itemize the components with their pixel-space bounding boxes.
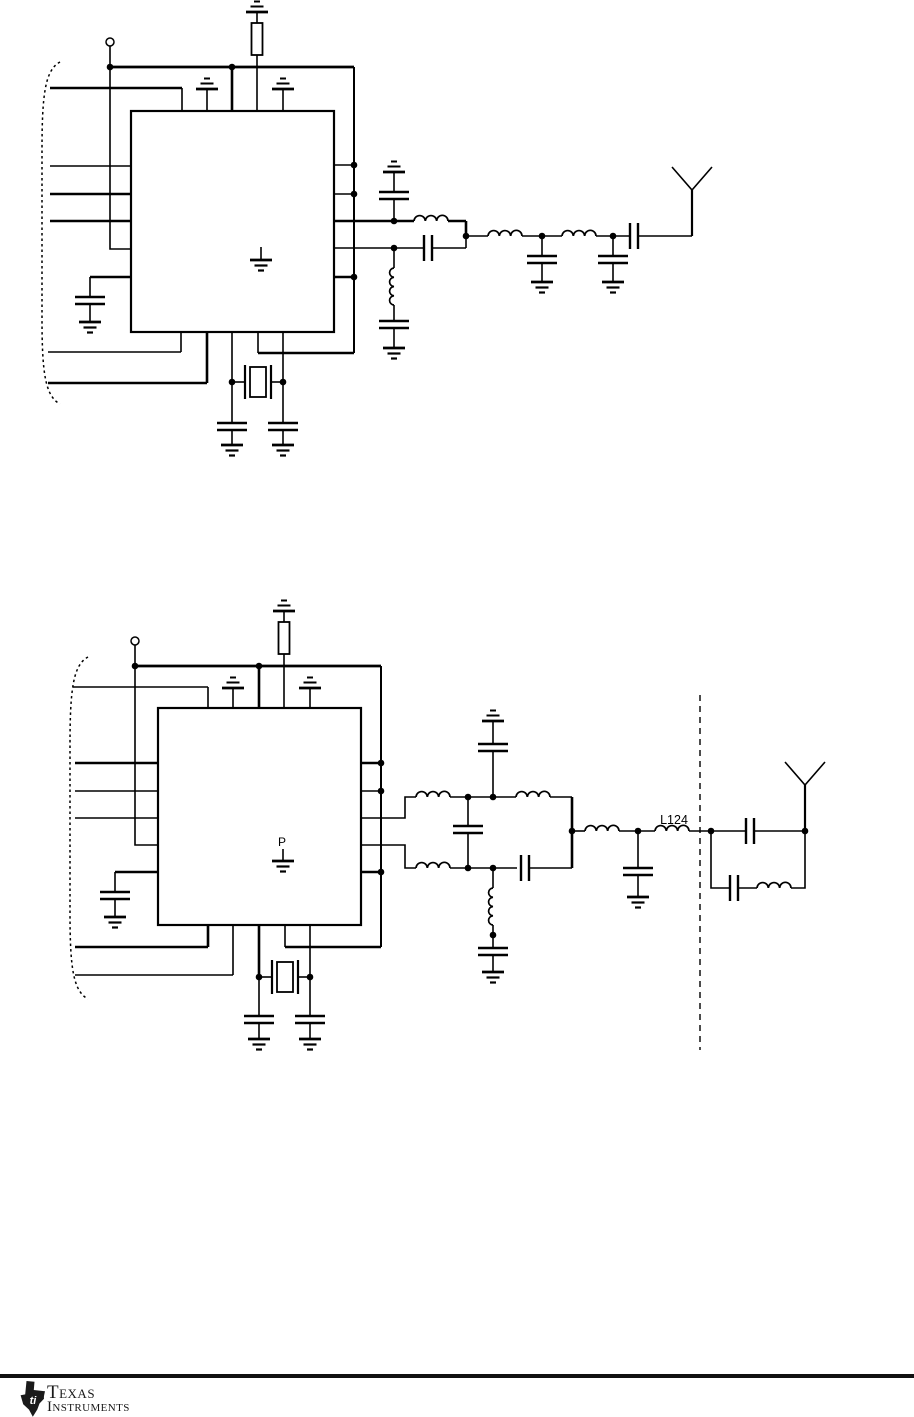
ic-ground-pad: P bbox=[270, 835, 296, 873]
ic-ground-pad bbox=[248, 247, 274, 272]
vdd-symbol bbox=[271, 599, 297, 613]
left-io-harness bbox=[48, 86, 209, 385]
antenna-match bbox=[710, 816, 806, 903]
decoupling-cap-left bbox=[73, 275, 131, 334]
shunt-cap-mid bbox=[621, 831, 655, 909]
bias-resistor bbox=[271, 599, 297, 708]
inductor-L124: L124 bbox=[654, 813, 690, 832]
lpf-shunt-cap-1 bbox=[525, 236, 559, 294]
shunt-feed-branch bbox=[476, 868, 510, 984]
ic-block bbox=[129, 109, 336, 334]
bridge-cap bbox=[451, 797, 485, 868]
ti-logo: ti Texas Instruments bbox=[20, 1381, 260, 1417]
supply-decoupling bbox=[476, 709, 510, 797]
vdd-symbol bbox=[244, 0, 270, 14]
ic-supply-pins-top bbox=[194, 77, 296, 111]
left-io-harness bbox=[73, 686, 234, 976]
gnd-symbol bbox=[77, 320, 103, 334]
decoupling-cap-left bbox=[98, 870, 158, 929]
exposed-pad-label: P bbox=[278, 835, 286, 849]
rf-match-network bbox=[334, 160, 692, 360]
resistor-icon bbox=[277, 621, 291, 655]
crystal-icon bbox=[270, 958, 300, 996]
ic-right-pins bbox=[361, 761, 381, 874]
lpf-shunt-cap-2 bbox=[596, 236, 630, 294]
inductor-icon bbox=[413, 214, 449, 222]
brand-name-line2: Instruments bbox=[47, 1399, 130, 1415]
texas-instruments-bug-icon: ti bbox=[20, 1381, 45, 1417]
balun-match-network: L124 bbox=[361, 709, 711, 984]
footer-rule bbox=[0, 1374, 914, 1378]
ic-block: P bbox=[156, 706, 363, 927]
antenna-icon bbox=[670, 165, 714, 238]
vdd-terminal bbox=[130, 636, 158, 846]
bias-resistor bbox=[244, 0, 270, 111]
brand-name-line1: Texas bbox=[47, 1382, 96, 1403]
harness-brace bbox=[69, 656, 89, 1000]
vdd-terminal bbox=[105, 37, 131, 250]
application-circuit-1 bbox=[41, 0, 714, 457]
inductor-ref-label: L124 bbox=[660, 813, 688, 827]
harness-brace bbox=[41, 61, 61, 405]
antenna-icon bbox=[783, 760, 827, 833]
shunt-feed-branch bbox=[377, 248, 411, 360]
ti-monogram: ti bbox=[30, 1395, 38, 1407]
application-circuit-2: P bbox=[69, 599, 827, 1051]
inductor-icon bbox=[415, 790, 451, 798]
crystal-icon bbox=[243, 363, 273, 401]
resistor-icon bbox=[250, 22, 264, 56]
ic-supply-pins-top bbox=[220, 676, 323, 708]
ic-right-pins bbox=[334, 164, 354, 279]
capacitor-icon bbox=[73, 295, 107, 306]
